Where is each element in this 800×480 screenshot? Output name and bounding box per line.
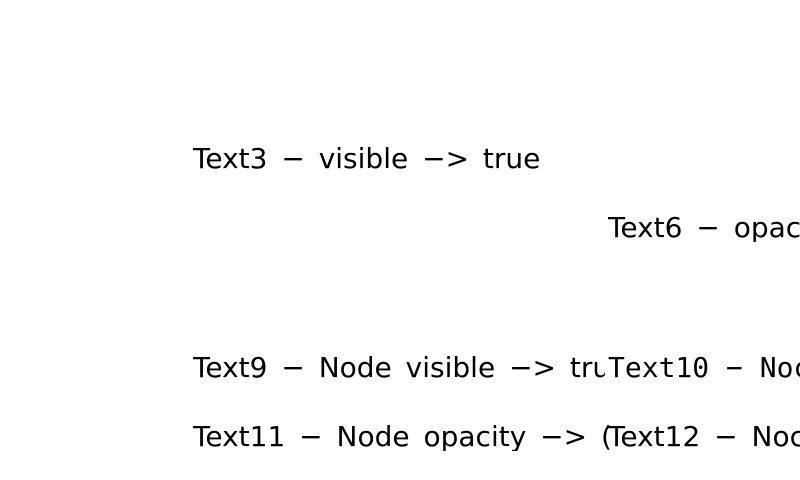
text11-label: Text11 − Node opacity −> ( (193, 423, 612, 451)
text3-label: Text3 − visible −> true (193, 142, 541, 175)
text10-label: Text10 − Noc (608, 354, 800, 382)
text12-label: Text12 − Noc (608, 423, 800, 451)
text6-label: Text6 − opac (608, 214, 800, 242)
text9-label: Text9 − Node visible −> tru (193, 354, 605, 382)
